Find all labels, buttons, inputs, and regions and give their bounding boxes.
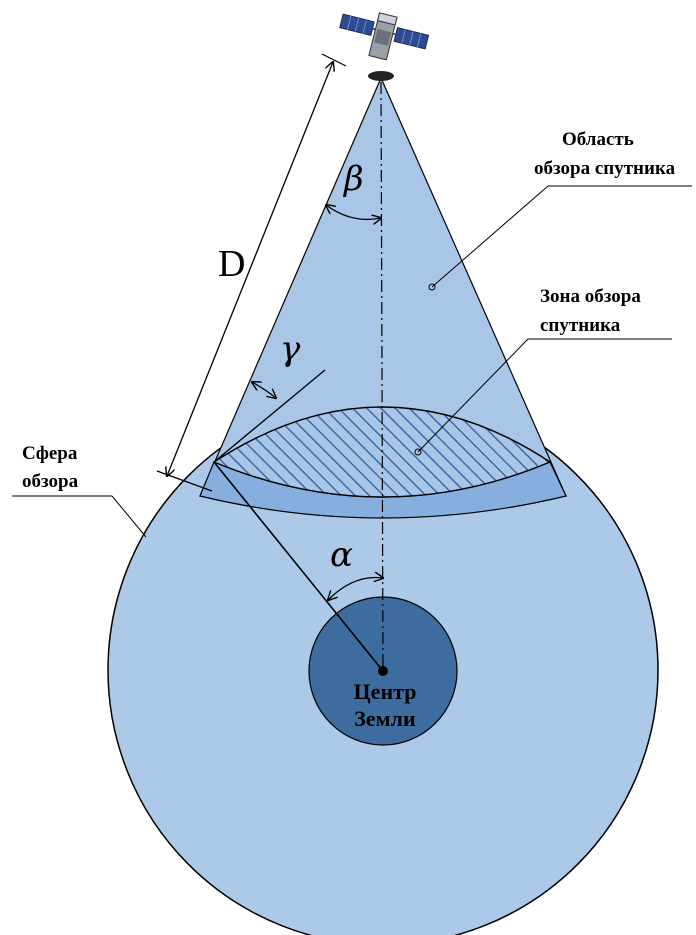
- view-region-marker: [428, 283, 436, 291]
- radius-line: [213, 461, 384, 672]
- view-zone-label-2: спутника: [540, 315, 621, 336]
- view-zone-leader: [417, 338, 529, 453]
- view-sphere-leader: [111, 495, 147, 538]
- alpha-label: α: [330, 535, 353, 575]
- beta-label: β: [342, 159, 364, 199]
- center-axis: [380, 81, 384, 669]
- view-zone-marker: [414, 448, 422, 456]
- view-zone-label-1: Зона обзора: [540, 286, 641, 307]
- view-region-label-1: Область: [562, 129, 634, 150]
- distance-ext-top: [321, 53, 347, 67]
- earth-center-label-2: Земли: [354, 706, 416, 731]
- earth-center-label-1: Центр: [354, 679, 417, 704]
- distance-label: D: [218, 243, 245, 285]
- earth-center-dot: [378, 666, 388, 676]
- alpha-arc: [328, 577, 383, 600]
- satellite-icon: [339, 12, 430, 81]
- gamma-label: γ: [280, 329, 301, 369]
- view-region-label-2: обзора спутника: [534, 158, 676, 179]
- view-sphere-label-2: обзора: [22, 471, 79, 492]
- view-region-leader: [431, 185, 549, 288]
- distance-dimension: [167, 62, 333, 476]
- view-sphere-label-1: Сфера: [22, 443, 78, 464]
